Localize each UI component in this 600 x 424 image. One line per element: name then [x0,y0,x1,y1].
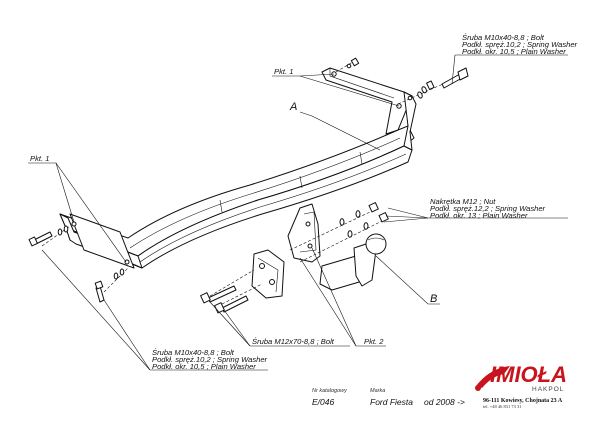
callout-nut-spring-washer: Podkł. spręż.12,2 ; Spring Washer [430,204,546,213]
callout-nut-plain-washer: Podkł. okr. 13 ; Plain Washer [430,211,528,220]
callout-top-plain-washer: Podkł. okr. 10,5 ; Plain Washer [462,47,566,56]
callout-top-bolt: Śruba M10x40-8,8 ; Bolt [462,33,545,42]
brand-label: Marka [370,388,385,394]
crossbar-a [59,67,417,269]
callout-bolt-m12: Śruba M12x70-8,8 ; Bolt [252,337,335,346]
ref-a-label: A [289,101,297,113]
m12-bolts [200,202,389,314]
catalog-value: E/046 [312,397,334,407]
tow-ball-b [319,233,387,291]
company-address: 96-111 Kowiesy, Chojnata 23 A [483,398,563,404]
top-right-fasteners [335,57,469,105]
company-phone: tel. +48 46 831 73 31 [483,404,522,409]
leader-lines [28,54,568,371]
brand-value: Ford Fiesta [370,397,413,407]
callout-top-spring-washer: Podkł. spręż.10,2 ; Spring Washer [462,40,578,49]
callout-left-plain-washer: Podkł. okr. 10,5 ; Plain Washer [152,362,256,371]
callout-left-spring-washer: Podkł. spręż.10,2 ; Spring Washer [152,355,268,364]
logo-ball-icon [475,385,481,391]
hakpol-logo: IMIOŁA HAKPOL [475,362,567,393]
callout-left-bolt: Śruba M10x40-8,8 ; Bolt [152,348,235,357]
callout-pkt1-top: Pkt. 1 [274,67,293,76]
logo-swoosh-icon [476,366,510,388]
callout-pkt1-left: Pkt. 1 [30,154,49,163]
hitch-bracket [251,203,321,299]
callout-pkt2: Pkt. 2 [364,337,384,346]
ref-b-label: B [430,293,437,305]
year-value: od 2008 -> [424,397,465,407]
logo-sub: HAKPOL [532,386,564,393]
logo-name: IMIOŁA [490,362,567,387]
catalog-label: Nr katalogowy [312,388,348,394]
callout-nut: Nakrętka M12 ; Nut [430,197,496,206]
left-fasteners [28,225,129,303]
